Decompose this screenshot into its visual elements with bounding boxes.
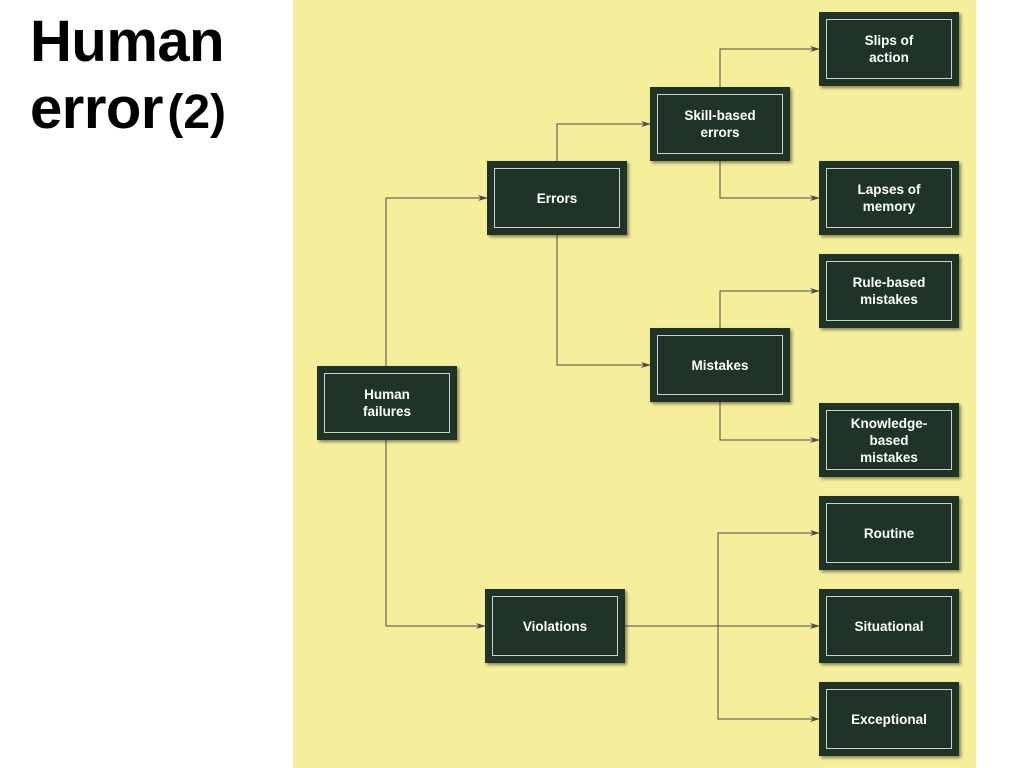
- connector-arrow-skill-based-errors-to-lapses-of-memory: [719, 161, 820, 201]
- node-label: Situational: [854, 618, 924, 634]
- node-exceptional: Exceptional: [819, 682, 959, 756]
- node-label: Rule-based mistakes: [852, 275, 926, 307]
- node-rule-based-mistakes: Rule-based mistakes: [819, 254, 959, 328]
- node-knowledge-based-mistakes: Knowledge- based mistakes: [819, 403, 959, 477]
- connector-arrow-violations-to-routine: [717, 530, 820, 626]
- node-lapses-of-memory: Lapses of memory: [819, 161, 959, 235]
- title-line-1: Human: [30, 9, 290, 74]
- connector-arrow-skill-based-errors-to-slips-of-action: [719, 46, 820, 87]
- slide-title: Human error (2): [30, 9, 290, 146]
- node-label: Routine: [863, 525, 915, 541]
- title-word-human: Human: [30, 9, 225, 74]
- connector-arrow-violations-to-exceptional: [717, 626, 820, 722]
- node-mistakes: Mistakes: [650, 328, 790, 402]
- title-number: (2): [167, 85, 227, 139]
- connector-layer: [385, 46, 820, 722]
- node-label: Violations: [522, 618, 588, 634]
- node-label: Skill-based errors: [684, 108, 756, 140]
- connector-arrow-human-failures-to-errors: [385, 195, 488, 366]
- diagram-panel: Human failures Errors Violations Skill-b…: [293, 0, 976, 768]
- connector-arrow-errors-to-skill-based-errors: [556, 121, 651, 161]
- node-situational: Situational: [819, 589, 959, 663]
- node-label: Lapses of memory: [857, 182, 921, 214]
- title-word-error: error: [30, 75, 163, 141]
- node-errors: Errors: [487, 161, 627, 235]
- node-label: Mistakes: [691, 357, 749, 373]
- node-label: Errors: [536, 190, 578, 206]
- node-label: Human failures: [362, 387, 412, 419]
- node-label: Slips of action: [864, 33, 914, 65]
- node-slips-of-action: Slips of action: [819, 12, 959, 86]
- connector-arrow-errors-to-mistakes: [556, 235, 651, 368]
- node-routine: Routine: [819, 496, 959, 570]
- connector-arrow-mistakes-to-rule-based-mistakes: [719, 288, 820, 328]
- title-line-2: error (2): [30, 75, 290, 141]
- node-label: Exceptional: [851, 711, 927, 727]
- node-skill-based-errors: Skill-based errors: [650, 87, 790, 161]
- connector-arrow-human-failures-to-violations: [385, 440, 486, 629]
- node-label: Knowledge- based mistakes: [850, 415, 928, 465]
- connector-arrow-mistakes-to-knowledge-based-mistakes: [719, 402, 820, 443]
- node-human-failures: Human failures: [317, 366, 457, 440]
- node-violations: Violations: [485, 589, 625, 663]
